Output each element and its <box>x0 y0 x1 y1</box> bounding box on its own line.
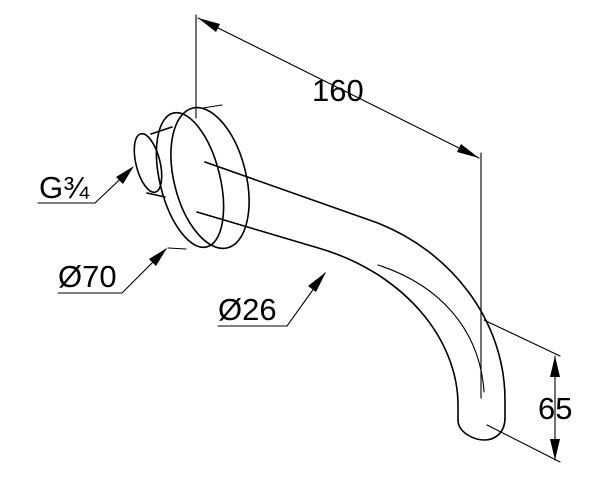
dimension-label-length: 160 <box>312 73 364 108</box>
extension-line-height-bottom <box>486 424 561 463</box>
extension-line-height-top <box>483 319 561 357</box>
spout-lower-outline <box>196 211 459 421</box>
arrow-length-left <box>198 18 220 32</box>
thread-connector <box>133 126 173 198</box>
label-spout-diameter: Ø26 <box>218 292 277 327</box>
dimension-label-height: 65 <box>538 391 572 426</box>
flange-rim-front <box>155 111 225 249</box>
spout-upper-outline <box>204 161 506 419</box>
arrow-flange <box>149 248 167 266</box>
dimension-length: 160 <box>195 14 482 399</box>
dimension-line-length <box>197 17 480 159</box>
label-thread: G¾ <box>39 170 90 205</box>
leader-thread: G¾ <box>37 166 134 205</box>
connector-top <box>150 126 173 135</box>
leader-line-flange <box>57 248 167 294</box>
dimension-height: 65 <box>483 319 572 463</box>
flange-edge-bottom <box>167 247 187 250</box>
leader-flange: Ø70 <box>57 248 167 294</box>
leader-line-spout <box>217 272 326 327</box>
arrow-spout <box>308 272 326 292</box>
arrow-height-bottom <box>550 439 560 460</box>
arrow-length-right <box>457 144 479 158</box>
arrow-height-top <box>550 356 560 377</box>
flange-edge-top <box>202 104 223 109</box>
spout-outlet <box>457 417 506 441</box>
label-flange-diameter: Ø70 <box>58 259 117 294</box>
connector-bottom <box>146 192 166 198</box>
connector-end <box>133 132 163 194</box>
flange-rim-back <box>170 106 250 250</box>
arrow-thread <box>116 166 134 184</box>
spout-highlight <box>377 264 485 393</box>
leader-spout: Ø26 <box>217 272 326 327</box>
flange <box>155 104 250 250</box>
